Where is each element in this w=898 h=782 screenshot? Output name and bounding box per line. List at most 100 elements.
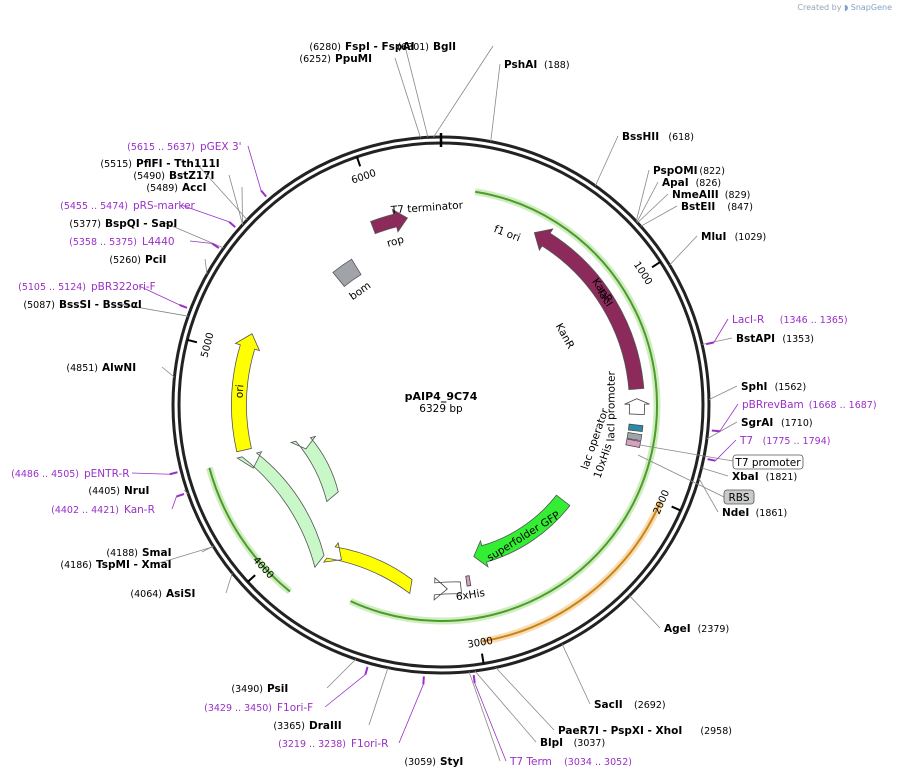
rbs-callout: RBS <box>637 454 755 505</box>
site-position: (4186) <box>60 560 92 571</box>
primer-name: Kan-R <box>124 504 155 516</box>
primer-mark <box>211 242 220 249</box>
enzyme-site: MluI(1029) <box>669 231 766 266</box>
orange-arc-halo <box>481 500 664 645</box>
primer-position: (1346 .. 1365) <box>780 315 848 326</box>
primer-name: pBRrevBam <box>742 399 804 411</box>
primer-position: (5358 .. 5375) <box>69 237 137 248</box>
enzyme-site: PflFI - Tth111I(5515) <box>100 158 248 221</box>
primer-name: L4440 <box>142 236 175 248</box>
site-name: BssHII <box>622 131 659 143</box>
site-leader-line <box>394 57 421 138</box>
site-position: (1710) <box>781 418 813 429</box>
primers: pGEX 3'(5615 .. 5637)pRS-marker(5455 .. … <box>11 141 876 768</box>
enzyme-site: BssSI - BssSαI(5087) <box>23 299 189 317</box>
feature-ori <box>231 333 261 453</box>
primer-leader-line <box>247 145 262 191</box>
site-leader-line <box>706 421 738 440</box>
site-name: TspMI - XmaI <box>96 559 172 571</box>
feature-t7term <box>433 577 463 601</box>
site-leader-line <box>225 572 233 594</box>
site-leader-line <box>495 667 555 731</box>
enzyme-site: BglI(6301) <box>397 41 494 138</box>
site-name: PshAI <box>504 59 537 71</box>
enzyme-site: AccI(5489) <box>146 182 243 225</box>
enzyme-site: NdeI(1861) <box>698 478 787 519</box>
site-position: (2958) <box>700 726 732 737</box>
site-leader-line <box>433 45 494 138</box>
site-name: PpuMI <box>335 53 372 65</box>
enzyme-site: NmeAIII(829) <box>637 189 751 224</box>
enzyme-site: AsiSI(4064) <box>130 572 233 600</box>
enzyme-site: XbaI(1821) <box>701 467 797 483</box>
site-name: BstEII <box>681 201 715 213</box>
primer: pBRrevBam(1668 .. 1687) <box>711 399 877 433</box>
site-name: AlwNI <box>102 362 136 374</box>
site-name: BssSI - BssSαI <box>59 299 142 311</box>
primer-mark <box>422 676 425 685</box>
small-feature-box <box>627 423 644 433</box>
primer-leader-line <box>138 285 180 306</box>
enzyme-site: StyI(3059) <box>404 671 501 768</box>
site-name: PflFI - Tth111I <box>136 158 220 170</box>
annotation-arcs <box>205 188 664 645</box>
site-leader-line <box>490 63 501 142</box>
feature-sixhis <box>465 575 472 587</box>
enzyme-site: PaeR7I - PspXI - XhoI(2958) <box>495 667 732 737</box>
enzyme-sites: FspI - FspAI(6280)PpuMI(6252)BglI(6301)P… <box>23 41 814 768</box>
enzyme-site: TspMI - XmaI (4186) <box>60 546 214 571</box>
site-name: BspQI - SapI <box>105 218 177 230</box>
site-position: (188) <box>544 60 570 71</box>
primer-leader-line <box>474 682 507 762</box>
feature-label-sfgfp: superfolder GFP <box>485 509 562 564</box>
site-name: AsiSI <box>166 588 195 600</box>
enzyme-site: PciI(5260) <box>109 254 208 275</box>
site-position: (5377) <box>69 219 101 230</box>
primer-leader-line <box>189 240 213 244</box>
enzyme-site: BlpI(3037) <box>474 670 605 749</box>
site-position: (829) <box>725 190 751 201</box>
tick-mark <box>355 156 362 167</box>
site-position: (4405) <box>88 486 120 497</box>
enzyme-site: SmaI(4188) <box>106 545 214 559</box>
site-leader-line <box>474 670 537 743</box>
tick-label: 1000 <box>631 260 654 287</box>
site-position: (847) <box>727 202 753 213</box>
enzyme-site: ApaI(826) <box>636 177 721 223</box>
primer-name: pBR322ori-F <box>91 281 156 293</box>
enzyme-site: BssHII(618) <box>594 131 694 187</box>
site-leader-line <box>118 303 189 317</box>
site-name: BlpI <box>540 737 563 749</box>
primer-name: T7 <box>739 435 753 447</box>
tick-mark <box>186 338 198 344</box>
site-leader-line <box>228 174 244 225</box>
primer-leader-line <box>131 472 170 475</box>
primer-mark <box>260 189 267 198</box>
feature-label-t7term: T7 terminator <box>389 199 464 216</box>
primer: T7 Term(3034 .. 3052) <box>472 674 632 768</box>
small-feature-box <box>626 432 643 442</box>
tick-mark <box>480 653 485 664</box>
feature-label-bom: bom <box>347 280 373 303</box>
site-leader-line <box>368 667 389 726</box>
primer: T7(1775 .. 1794) <box>707 435 830 462</box>
primer-mark <box>711 429 720 433</box>
site-position: (3365) <box>273 721 305 732</box>
site-position: (2379) <box>698 624 730 635</box>
primer-mark <box>179 303 188 309</box>
site-name: SacII <box>594 699 623 711</box>
tick-label: 6000 <box>350 168 378 187</box>
snapgene-watermark: Created by ◗ SnapGene <box>797 3 892 12</box>
rbs-label: RBS <box>729 492 750 504</box>
watermark-prefix: Created by <box>797 3 842 12</box>
site-leader-line <box>669 235 698 266</box>
tick-label: 5000 <box>200 331 217 358</box>
site-position: (4188) <box>106 548 138 559</box>
site-position: (5490) <box>133 171 165 182</box>
primer-position: (3429 .. 3450) <box>204 703 272 714</box>
enzyme-site: PspOMI(822) <box>635 165 725 222</box>
feature-label-sixhis: 6xHis <box>455 587 486 603</box>
primer-mark <box>176 493 185 498</box>
enzyme-site: BstZ17I(5490) <box>133 170 244 225</box>
feature-kanr-outer <box>236 451 325 569</box>
